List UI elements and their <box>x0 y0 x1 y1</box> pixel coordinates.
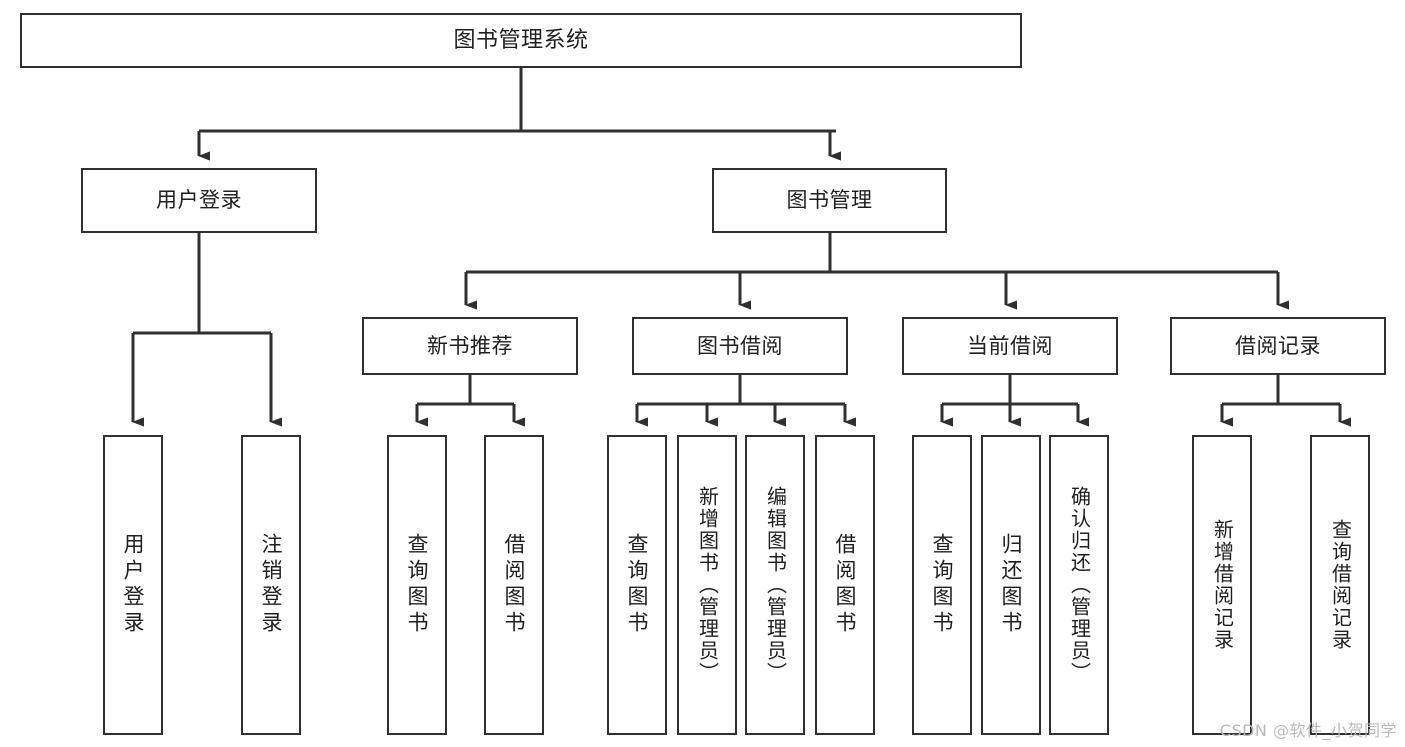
leaf-logout[interactable]: 注销登录 <box>241 435 301 735</box>
node-book-management-module[interactable]: 图书管理 <box>712 168 947 233</box>
node-label: 用户登录 <box>121 533 146 637</box>
leaf-add-borrowing-record[interactable]: 新增借阅记录 <box>1192 435 1252 735</box>
leaf-confirm-return-admin[interactable]: 确认归还（管理员） <box>1049 435 1109 735</box>
node-borrowing-records[interactable]: 借阅记录 <box>1170 317 1386 375</box>
leaf-query-books-borrowing[interactable]: 查询图书 <box>607 435 667 735</box>
node-label: 借阅记录 <box>1235 333 1321 358</box>
node-label: 查询图书 <box>625 533 650 637</box>
node-root-system[interactable]: 图书管理系统 <box>20 13 1022 68</box>
node-label: 新增借阅记录 <box>1210 519 1235 651</box>
node-label: 图书管理系统 <box>453 27 589 53</box>
node-label: 图书借阅 <box>697 333 783 358</box>
node-label: 查询图书 <box>930 533 955 637</box>
node-label: 图书管理 <box>786 188 873 213</box>
leaf-query-borrowing-record[interactable]: 查询借阅记录 <box>1310 435 1370 735</box>
node-label: 当前借阅 <box>967 333 1053 358</box>
node-label: 确认归还（管理员） <box>1067 486 1092 684</box>
node-new-book-recommendation[interactable]: 新书推荐 <box>362 317 578 375</box>
node-label: 归还图书 <box>999 533 1024 637</box>
node-label: 新增图书（管理员） <box>695 486 720 684</box>
leaf-borrow-books-recommendation[interactable]: 借阅图书 <box>484 435 544 735</box>
leaf-user-login[interactable]: 用户登录 <box>103 435 163 735</box>
node-user-login-module[interactable]: 用户登录 <box>81 168 317 233</box>
node-label: 借阅图书 <box>833 533 858 637</box>
leaf-add-book-admin[interactable]: 新增图书（管理员） <box>677 435 737 735</box>
watermark-text: CSDN @软件_小贺同学 <box>1219 721 1397 740</box>
node-label: 新书推荐 <box>427 333 513 358</box>
node-current-borrowing[interactable]: 当前借阅 <box>902 317 1118 375</box>
node-label: 查询图书 <box>405 533 430 637</box>
leaf-edit-book-admin[interactable]: 编辑图书（管理员） <box>745 435 805 735</box>
node-label: 用户登录 <box>156 188 242 213</box>
leaf-query-books-recommendation[interactable]: 查询图书 <box>387 435 447 735</box>
node-label: 借阅图书 <box>502 533 527 637</box>
node-label: 注销登录 <box>259 533 284 637</box>
node-label: 查询借阅记录 <box>1328 519 1353 651</box>
leaf-borrow-books[interactable]: 借阅图书 <box>815 435 875 735</box>
node-label: 编辑图书（管理员） <box>763 486 788 684</box>
leaf-query-books-current[interactable]: 查询图书 <box>912 435 972 735</box>
leaf-return-books[interactable]: 归还图书 <box>981 435 1041 735</box>
node-book-borrowing[interactable]: 图书借阅 <box>632 317 848 375</box>
